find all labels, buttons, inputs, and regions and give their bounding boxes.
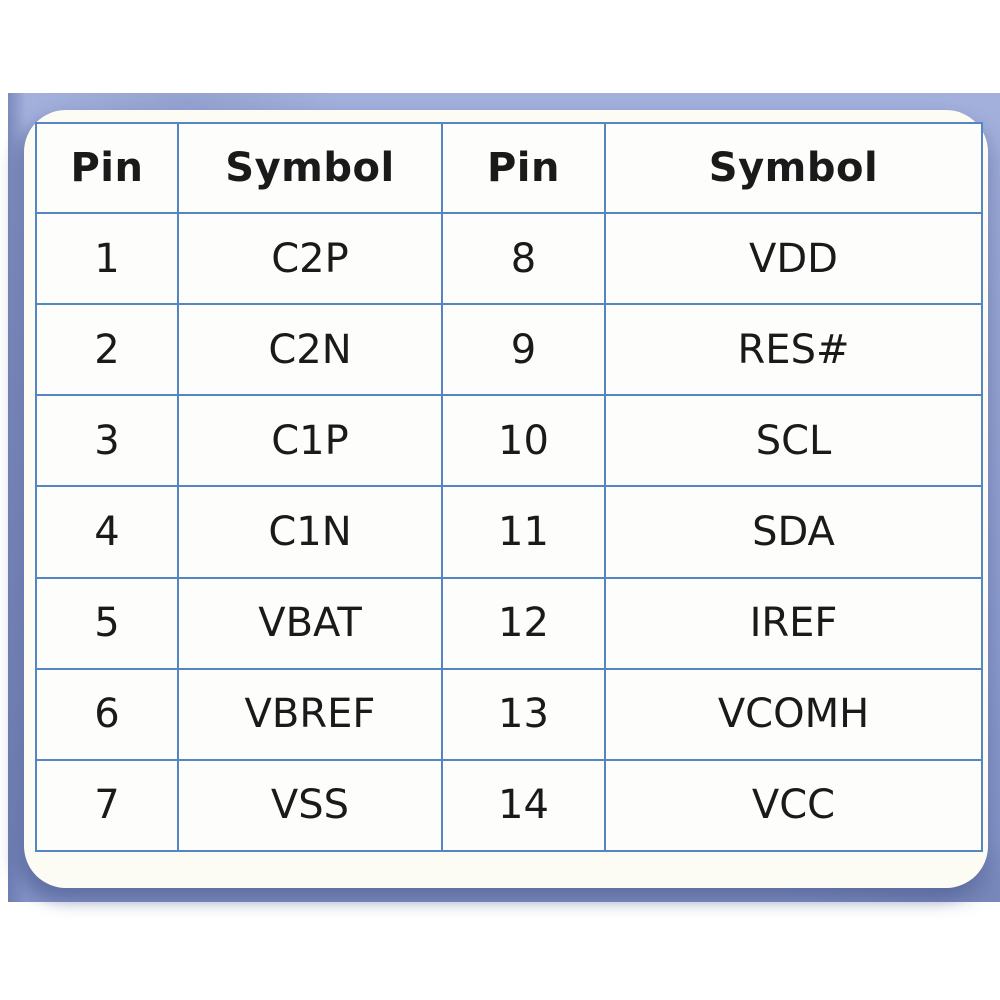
pin-cell: 1 bbox=[35, 211, 179, 306]
symbol-cell: IREF bbox=[604, 576, 983, 670]
pin-cell: 10 bbox=[441, 394, 606, 488]
pin-cell: 11 bbox=[441, 485, 606, 579]
symbol-cell: VSS bbox=[177, 758, 443, 853]
symbol-cell: VBREF bbox=[177, 667, 443, 761]
symbol-cell: VCOMH bbox=[604, 667, 983, 761]
pin-cell: 2 bbox=[35, 303, 179, 397]
table-header: Pin Symbol Pin Symbol bbox=[35, 122, 983, 214]
pin-cell: 13 bbox=[441, 667, 606, 761]
header-pin-right: Pin bbox=[441, 122, 606, 214]
symbol-cell: SDA bbox=[604, 485, 983, 579]
header-symbol-left: Symbol bbox=[177, 122, 443, 214]
symbol-cell: C1P bbox=[177, 394, 443, 488]
symbol-cell: C2N bbox=[177, 303, 443, 397]
header-row: Pin Symbol Pin Symbol bbox=[35, 122, 983, 214]
symbol-cell: C1N bbox=[177, 485, 443, 579]
header-pin-left: Pin bbox=[35, 122, 179, 214]
symbol-cell: VBAT bbox=[177, 576, 443, 670]
pin-cell: 4 bbox=[35, 485, 179, 579]
symbol-cell: SCL bbox=[604, 394, 983, 488]
symbol-cell: C2P bbox=[177, 211, 443, 306]
symbol-cell: VCC bbox=[604, 758, 983, 853]
pin-cell: 6 bbox=[35, 667, 179, 761]
pin-cell: 14 bbox=[441, 758, 606, 853]
symbol-cell: RES# bbox=[604, 303, 983, 397]
header-symbol-right: Symbol bbox=[604, 122, 983, 214]
pin-cell: 12 bbox=[441, 576, 606, 670]
pin-cell: 5 bbox=[35, 576, 179, 670]
pin-cell: 9 bbox=[441, 303, 606, 397]
pin-cell: 8 bbox=[441, 211, 606, 306]
pin-cell: 7 bbox=[35, 758, 179, 853]
symbol-cell: VDD bbox=[604, 211, 983, 306]
pin-cell: 3 bbox=[35, 394, 179, 488]
